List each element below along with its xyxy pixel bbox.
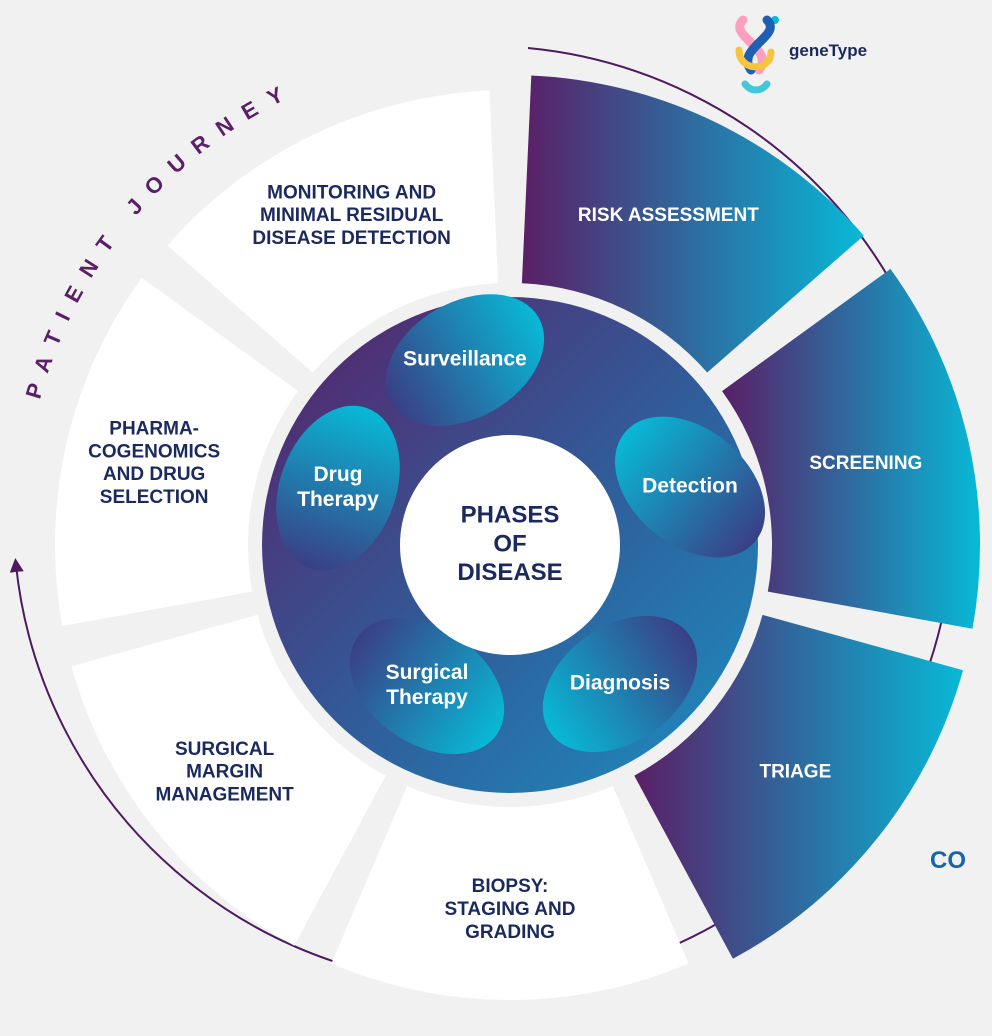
segment-label-monitoring-line: MINIMAL RESIDUAL [260, 205, 444, 226]
segment-label-biopsy-line: GRADING [465, 922, 555, 943]
segment-label-screening-line: SCREENING [809, 453, 922, 474]
phase-label-detection-line: Detection [642, 475, 738, 498]
phase-shape-surgical-therapy [349, 617, 505, 755]
segment-label-monitoring-line: MONITORING AND [267, 182, 436, 203]
genetype-logo: geneType [735, 15, 867, 94]
segment-shape-monitoring [167, 90, 499, 373]
segment-screening: SCREENING [722, 268, 980, 629]
segment-triage: TRIAGE [634, 614, 964, 959]
segment-label-pharmacogenomics-line: AND DRUG [103, 464, 205, 485]
segment-label-surgical-margin-line: SURGICAL [175, 739, 275, 760]
segment-shape-screening [722, 268, 980, 629]
segment-label-pharmacogenomics-line: COGENOMICS [88, 441, 220, 462]
phase-shape-drug-therapy [276, 405, 400, 571]
segment-risk-assessment: RISK ASSESSMENT [521, 75, 864, 373]
segment-shape-surgical-margin [71, 614, 386, 946]
segment-label-risk-assessment-line: RISK ASSESSMENT [578, 205, 759, 226]
segment-label-pharmacogenomics-line: SELECTION [100, 487, 209, 508]
center-text-line: OF [493, 530, 526, 557]
segment-label-biopsy-line: STAGING AND [445, 899, 576, 920]
segment-label-pharmacogenomics-line: PHARMA- [109, 419, 199, 440]
center-text-line: PHASES [461, 502, 560, 529]
dna-logo-icon [735, 15, 779, 94]
phase-shape-diagnosis [542, 615, 698, 753]
segment-shape-biopsy [331, 785, 689, 1001]
phase-label-drug-therapy-line: Drug [314, 463, 363, 486]
phase-label-surgical-therapy-line: Surgical [386, 661, 469, 684]
cropped-text: CO [930, 847, 966, 874]
phase-petals: SurveillanceDetectionDiagnosisSurgicalTh… [276, 294, 766, 755]
phase-detection: Detection [614, 416, 766, 558]
phase-label-diagnosis-line: Diagnosis [570, 672, 670, 695]
segment-shape-risk-assessment [521, 75, 864, 373]
phase-diagnosis: Diagnosis [542, 615, 698, 753]
center-circle [400, 435, 620, 655]
segment-label-monitoring-line: DISEASE DETECTION [252, 228, 450, 249]
segment-shape-triage [634, 614, 964, 959]
segment-label-triage-line: TRIAGE [759, 762, 831, 783]
brand-name: geneType [789, 41, 867, 60]
outer-segments: RISK ASSESSMENT SCREENING TRIAGE BIOPSY:STA… [54, 75, 980, 1001]
phase-shape-surveillance [385, 294, 545, 426]
phase-label-drug-therapy-line: Therapy [297, 488, 379, 511]
phase-label-surveillance-line: Surveillance [403, 348, 527, 371]
segment-label-surgical-margin-line: MANAGEMENT [155, 784, 294, 805]
phase-surveillance: Surveillance [385, 294, 545, 426]
segment-label-biopsy-line: BIOPSY: [472, 876, 549, 897]
phase-label-surgical-therapy-line: Therapy [386, 686, 468, 709]
phase-shape-detection [614, 416, 766, 558]
segment-shape-pharmacogenomics [54, 277, 298, 627]
segment-label-surgical-margin-line: MARGIN [186, 762, 263, 783]
center-text-line: DISEASE [457, 559, 562, 586]
